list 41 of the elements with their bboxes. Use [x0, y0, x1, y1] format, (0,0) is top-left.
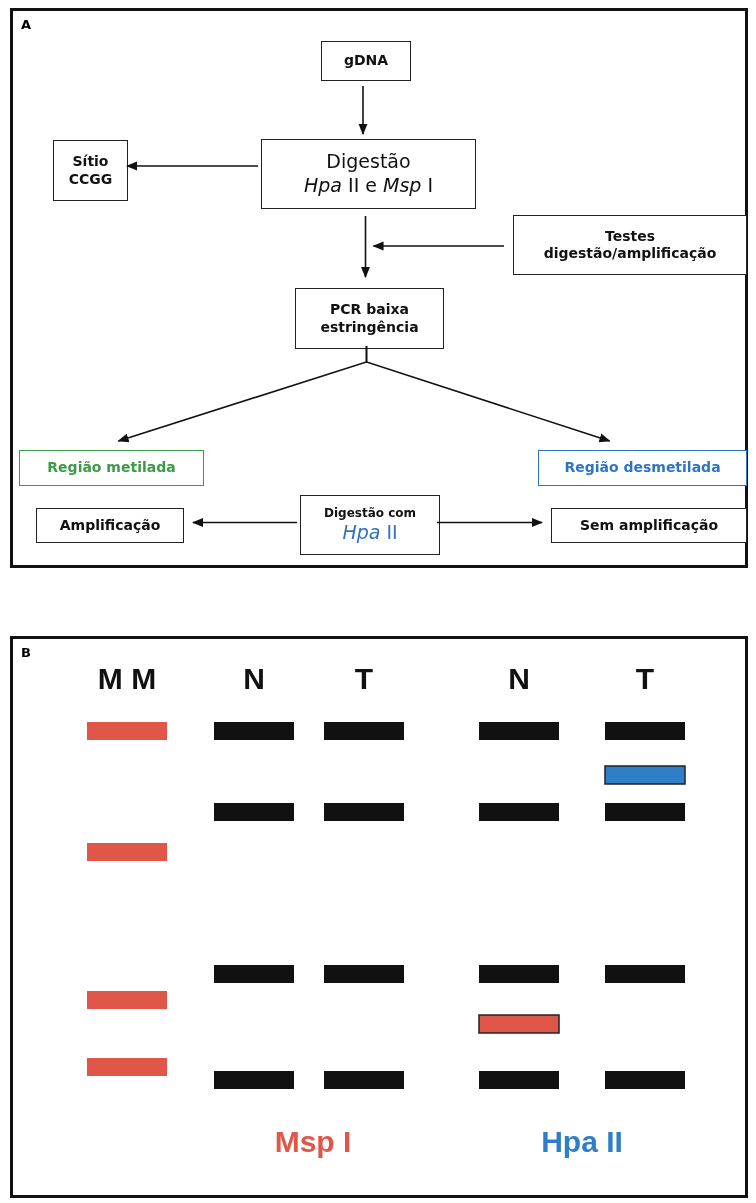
process-box: [36, 508, 184, 543]
arrow: [125, 161, 259, 171]
box-text: Testes digestão/amplificação: [542, 227, 718, 263]
panel-letter: A: [21, 17, 32, 32]
process-box: [295, 288, 444, 349]
panel-letter: B: [21, 645, 31, 660]
panel-frame: [10, 8, 748, 568]
process-box: [261, 139, 476, 209]
arrow: [361, 215, 370, 279]
box-text: Hpa II: [342, 520, 398, 545]
process-box: [300, 495, 440, 555]
box-text: Sem amplificação: [579, 516, 719, 535]
process-box: [19, 450, 204, 486]
lane-label: M M: [97, 662, 157, 696]
box-text: PCR baixa estringência: [319, 301, 420, 336]
process-box: [53, 140, 128, 201]
arrow: [365, 345, 611, 443]
box-text: Digestão com: [323, 505, 417, 521]
lane-label: T: [635, 662, 655, 696]
arrow: [372, 241, 505, 251]
process-box: [551, 508, 747, 543]
box-text: Amplificação: [59, 516, 161, 535]
enzyme-label: Hpa II: [541, 1125, 623, 1159]
lane-label: N: [508, 662, 530, 696]
box-text: gDNA: [343, 52, 389, 70]
box-text: Região metilada: [47, 459, 176, 477]
arrow: [436, 518, 544, 527]
lane-label: T: [354, 662, 374, 696]
process-box: [538, 450, 747, 486]
box-text: Hpa II e Msp I: [304, 174, 433, 198]
arrow: [358, 85, 368, 136]
process-box: [321, 41, 411, 81]
lane-label: N: [243, 662, 265, 696]
box-text: CCGG: [68, 170, 113, 188]
process-box: [513, 215, 747, 275]
box-text: Sítio: [72, 153, 109, 171]
arrow: [191, 518, 298, 527]
panel-frame: [10, 636, 748, 1198]
enzyme-label: Msp I: [274, 1125, 352, 1159]
box-text: Região desmetilada: [564, 459, 721, 477]
box-text: Digestão: [326, 150, 411, 174]
